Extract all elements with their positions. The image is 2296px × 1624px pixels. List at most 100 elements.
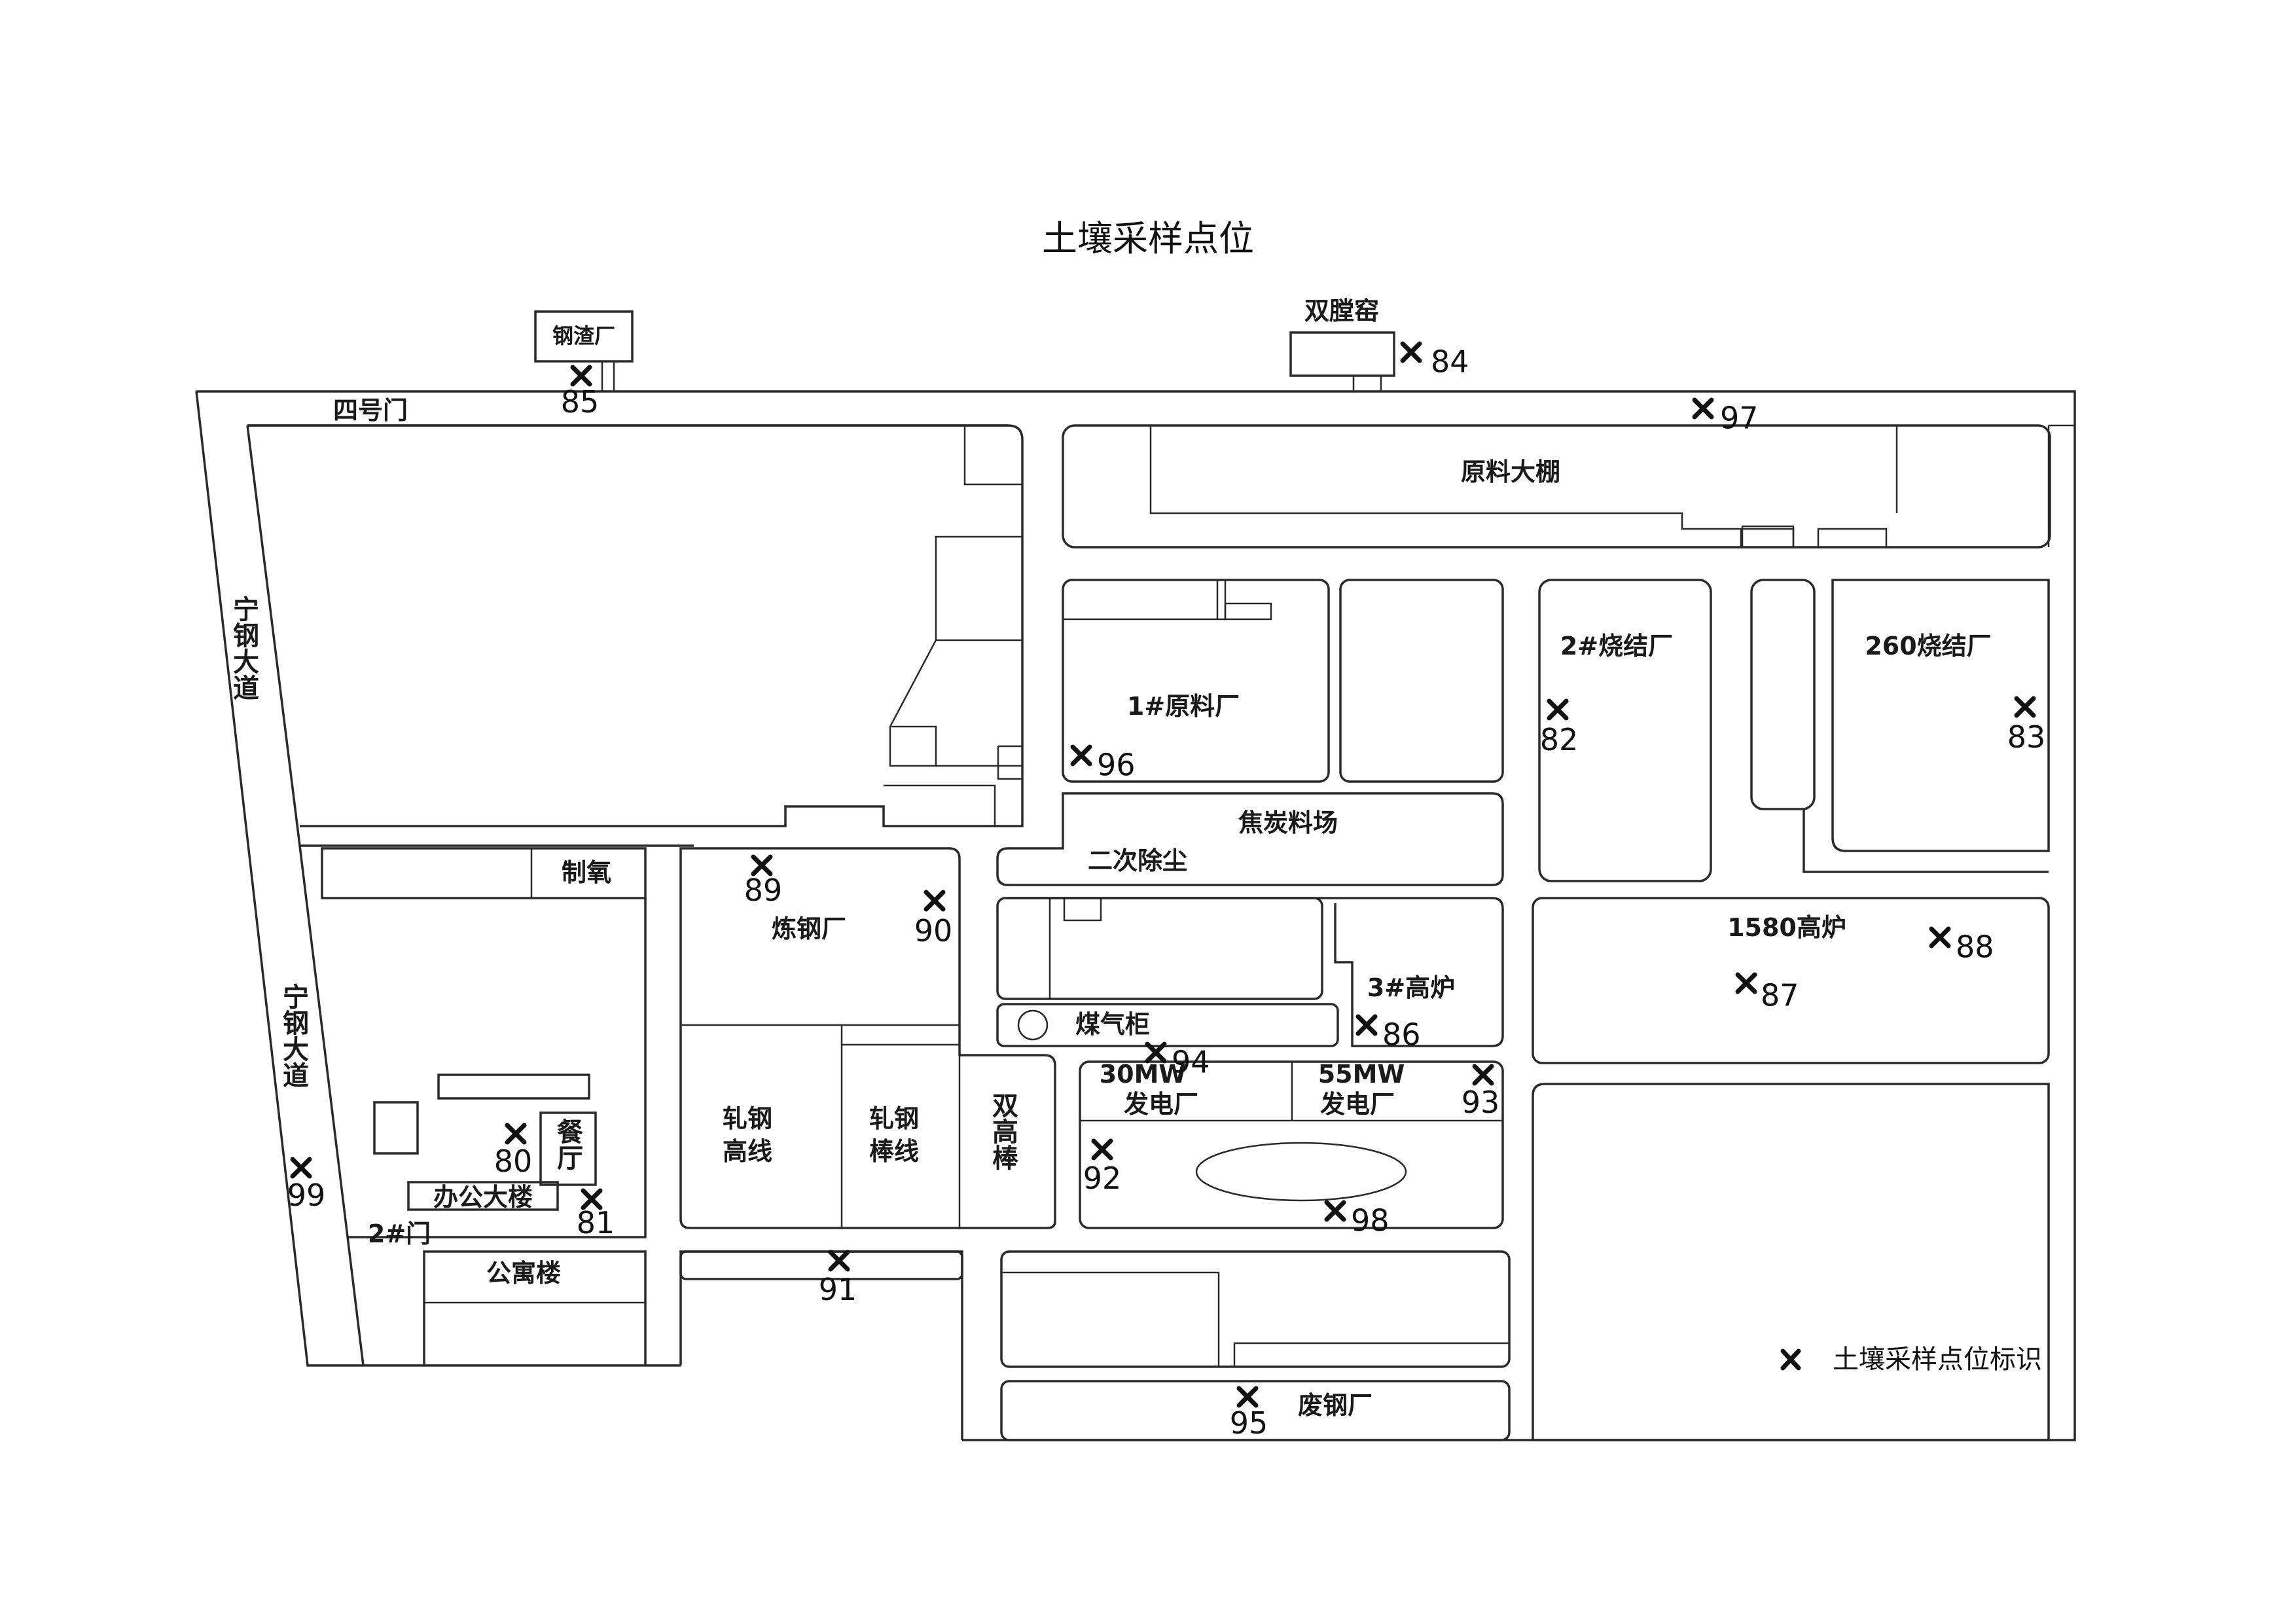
sample-marker-icon [1400,341,1422,363]
label-office: 办公大楼 [433,1183,533,1212]
sample-marker-icon [1472,1064,1494,1086]
sample-point-number: 91 [819,1272,857,1307]
sample-point-number: 92 [1083,1161,1122,1196]
label-coke-yard: 焦炭料场 [1238,808,1338,837]
sample-point-number: 84 [1431,344,1469,380]
sample-point-number: 89 [744,873,783,908]
label-sinter260: 260烧结厂 [1865,632,1991,660]
label-roll-high-line2: 高线 [723,1137,772,1166]
sample-marker-icon [1091,1138,1113,1161]
sample-marker-icon [1692,397,1714,420]
label-power30-line2: 发电厂 [1124,1090,1198,1119]
sample-marker-icon [1236,1386,1259,1408]
label-gate2: 2#门 [368,1219,431,1248]
label-power55-line1: 55MW [1318,1060,1405,1089]
bf3-block [996,897,1504,1047]
label-bf3: 3#高炉 [1367,973,1455,1002]
sample-point-number: 88 [1956,929,1994,965]
bf1580-block [1532,897,2050,1064]
sample-point-number: 98 [1351,1203,1390,1238]
sample-marker-icon [1070,744,1092,767]
legend-label: 土壤采样点位标识 [1833,1344,2042,1375]
sample-point-98: 98 [1324,1200,1390,1238]
sample-point-96: 96 [1070,744,1136,783]
sample-marker-icon [505,1123,527,1145]
sample-point-number: 94 [1172,1045,1210,1080]
sample-point-81: 81 [577,1188,615,1240]
label-gas-holder: 煤气柜 [1075,1010,1150,1039]
sample-point-number: 82 [1540,722,1579,757]
sample-point-number: 81 [577,1205,615,1240]
coke-yard-block [996,792,1504,886]
sample-point-94: 94 [1145,1041,1210,1080]
sample-marker-icon [581,1188,603,1210]
label-double-kiln: 双膛窑 [1304,297,1379,325]
label-roll-bar-line2: 棒线 [869,1137,919,1166]
sample-points: 80 81 82 83 84 85 86 87 88 89 90 91 92 93 94 95 96 97 98 99 [287,341,2046,1441]
sample-marker-icon [290,1157,312,1179]
sample-marker-icon [828,1250,850,1272]
label-canteen: 餐厅 [552,1118,583,1170]
south-blocks [679,1250,1511,1441]
label-slag-plant: 钢渣厂 [552,323,615,348]
sample-point-number: 96 [1097,748,1136,783]
sample-point-number: 85 [561,384,600,420]
power-plant-block [1079,1060,1504,1229]
sample-marker-icon [2014,696,2036,718]
label-sinter2: 2#烧结厂 [1560,632,1673,660]
sample-point-number: 93 [1462,1085,1500,1120]
connectors [534,310,1395,391]
sinter2-block [1538,579,1712,882]
sample-point-number: 97 [1720,401,1759,436]
sample-marker-icon [1324,1200,1346,1222]
label-power55-line2: 发电厂 [1320,1090,1395,1119]
sample-point-number: 80 [494,1144,533,1179]
label-bf1580: 1580高炉 [1727,913,1846,942]
sample-point-99: 99 [287,1157,326,1213]
sample-point-84: 84 [1400,341,1469,380]
sample-point-85: 85 [561,365,600,420]
label-power30-line1: 30MW [1100,1060,1187,1089]
map-title: 土壤采样点位 [1042,218,1254,259]
sample-marker-icon [1145,1041,1167,1064]
sample-marker-icon [1355,1014,1378,1036]
sample-point-number: 83 [2007,719,2046,755]
sample-point-83: 83 [2007,696,2046,755]
label-raw-shed: 原料大棚 [1461,458,1560,486]
sample-point-95: 95 [1230,1386,1268,1441]
sample-marker-icon [1929,926,1951,948]
label-scrap: 废钢厂 [1298,1391,1372,1420]
sample-point-97: 97 [1692,397,1759,436]
label-steelmaking: 炼钢厂 [772,914,846,943]
legend-marker-icon [1780,1348,1801,1371]
label-raw1: 1#原料厂 [1127,692,1240,721]
raw-shed-block [1062,424,2075,549]
sinter260-block [1750,579,2050,873]
sample-point-number: 99 [287,1178,326,1213]
sample-point-number: 87 [1761,978,1799,1013]
label-gate4: 四号门 [333,396,408,425]
admin-area [348,898,647,1365]
sample-marker-icon [924,890,946,912]
label-double-bar: 双高棒 [988,1092,1018,1170]
sample-marker-icon [570,365,592,387]
sample-point-92: 92 [1083,1138,1122,1196]
sample-point-number: 90 [914,913,953,948]
sample-point-90: 90 [914,890,953,948]
raw1-block [1062,579,1504,783]
sample-point-89: 89 [744,854,783,908]
northwest-block [247,424,1024,827]
sample-point-82: 82 [1540,698,1579,757]
sample-point-93: 93 [1462,1064,1500,1120]
label-road-north: 宁钢大道 [228,596,259,700]
sample-marker-icon [1547,698,1569,721]
sample-marker-icon [1735,972,1757,994]
oxygen-block [321,847,647,899]
sample-point-number: 86 [1382,1017,1421,1053]
sample-point-91: 91 [819,1250,857,1307]
sample-point-number: 95 [1230,1405,1268,1441]
sample-point-80: 80 [494,1123,533,1179]
sample-point-87: 87 [1735,972,1799,1013]
label-oxygen: 制氧 [562,858,611,887]
sample-point-88: 88 [1929,926,1994,965]
